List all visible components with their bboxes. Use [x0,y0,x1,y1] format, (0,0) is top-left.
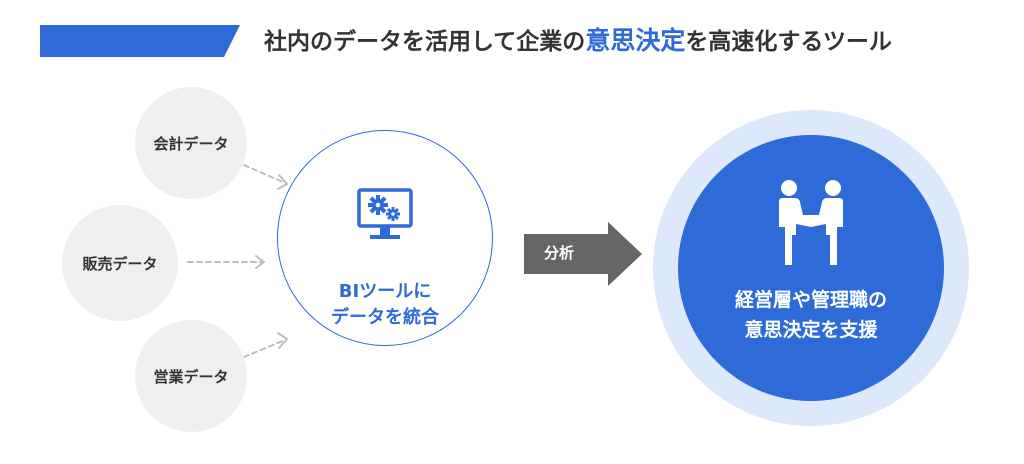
source-sales-data: 販売データ [62,205,178,321]
decision-support-result: 経営層や管理職の 意思決定を支援 [678,135,944,401]
connector-business-head [277,332,288,349]
handshake-icon [779,180,843,265]
monitor-gears-icon [357,188,413,239]
connector-sales-head [255,255,265,269]
headline-before: 社内のデータを活用して企業の [264,29,586,55]
analysis-arrow-label: 分析 [543,244,574,262]
connector-accounting-head [277,174,288,190]
analysis-arrow [524,222,642,286]
result-label: 経営層や管理職の 意思決定を支援 [734,289,887,341]
connector-accounting [243,164,286,184]
headline-after: を高速化するツール [685,29,892,55]
page-headline: 社内のデータを活用して企業の意思決定を高速化するツール [264,23,892,59]
header-tag [40,25,240,57]
source-accounting-data: 会計データ [135,87,247,199]
headline-highlight: 意思決定 [585,26,686,55]
connector-business [243,339,286,358]
hub-label: BIツールに データを統合 [331,281,439,328]
header-tag-label: BIツールとは [42,6,142,25]
source-business-data: 営業データ [135,320,247,432]
bi-tool-hub: BIツールに データを統合 [277,130,493,346]
